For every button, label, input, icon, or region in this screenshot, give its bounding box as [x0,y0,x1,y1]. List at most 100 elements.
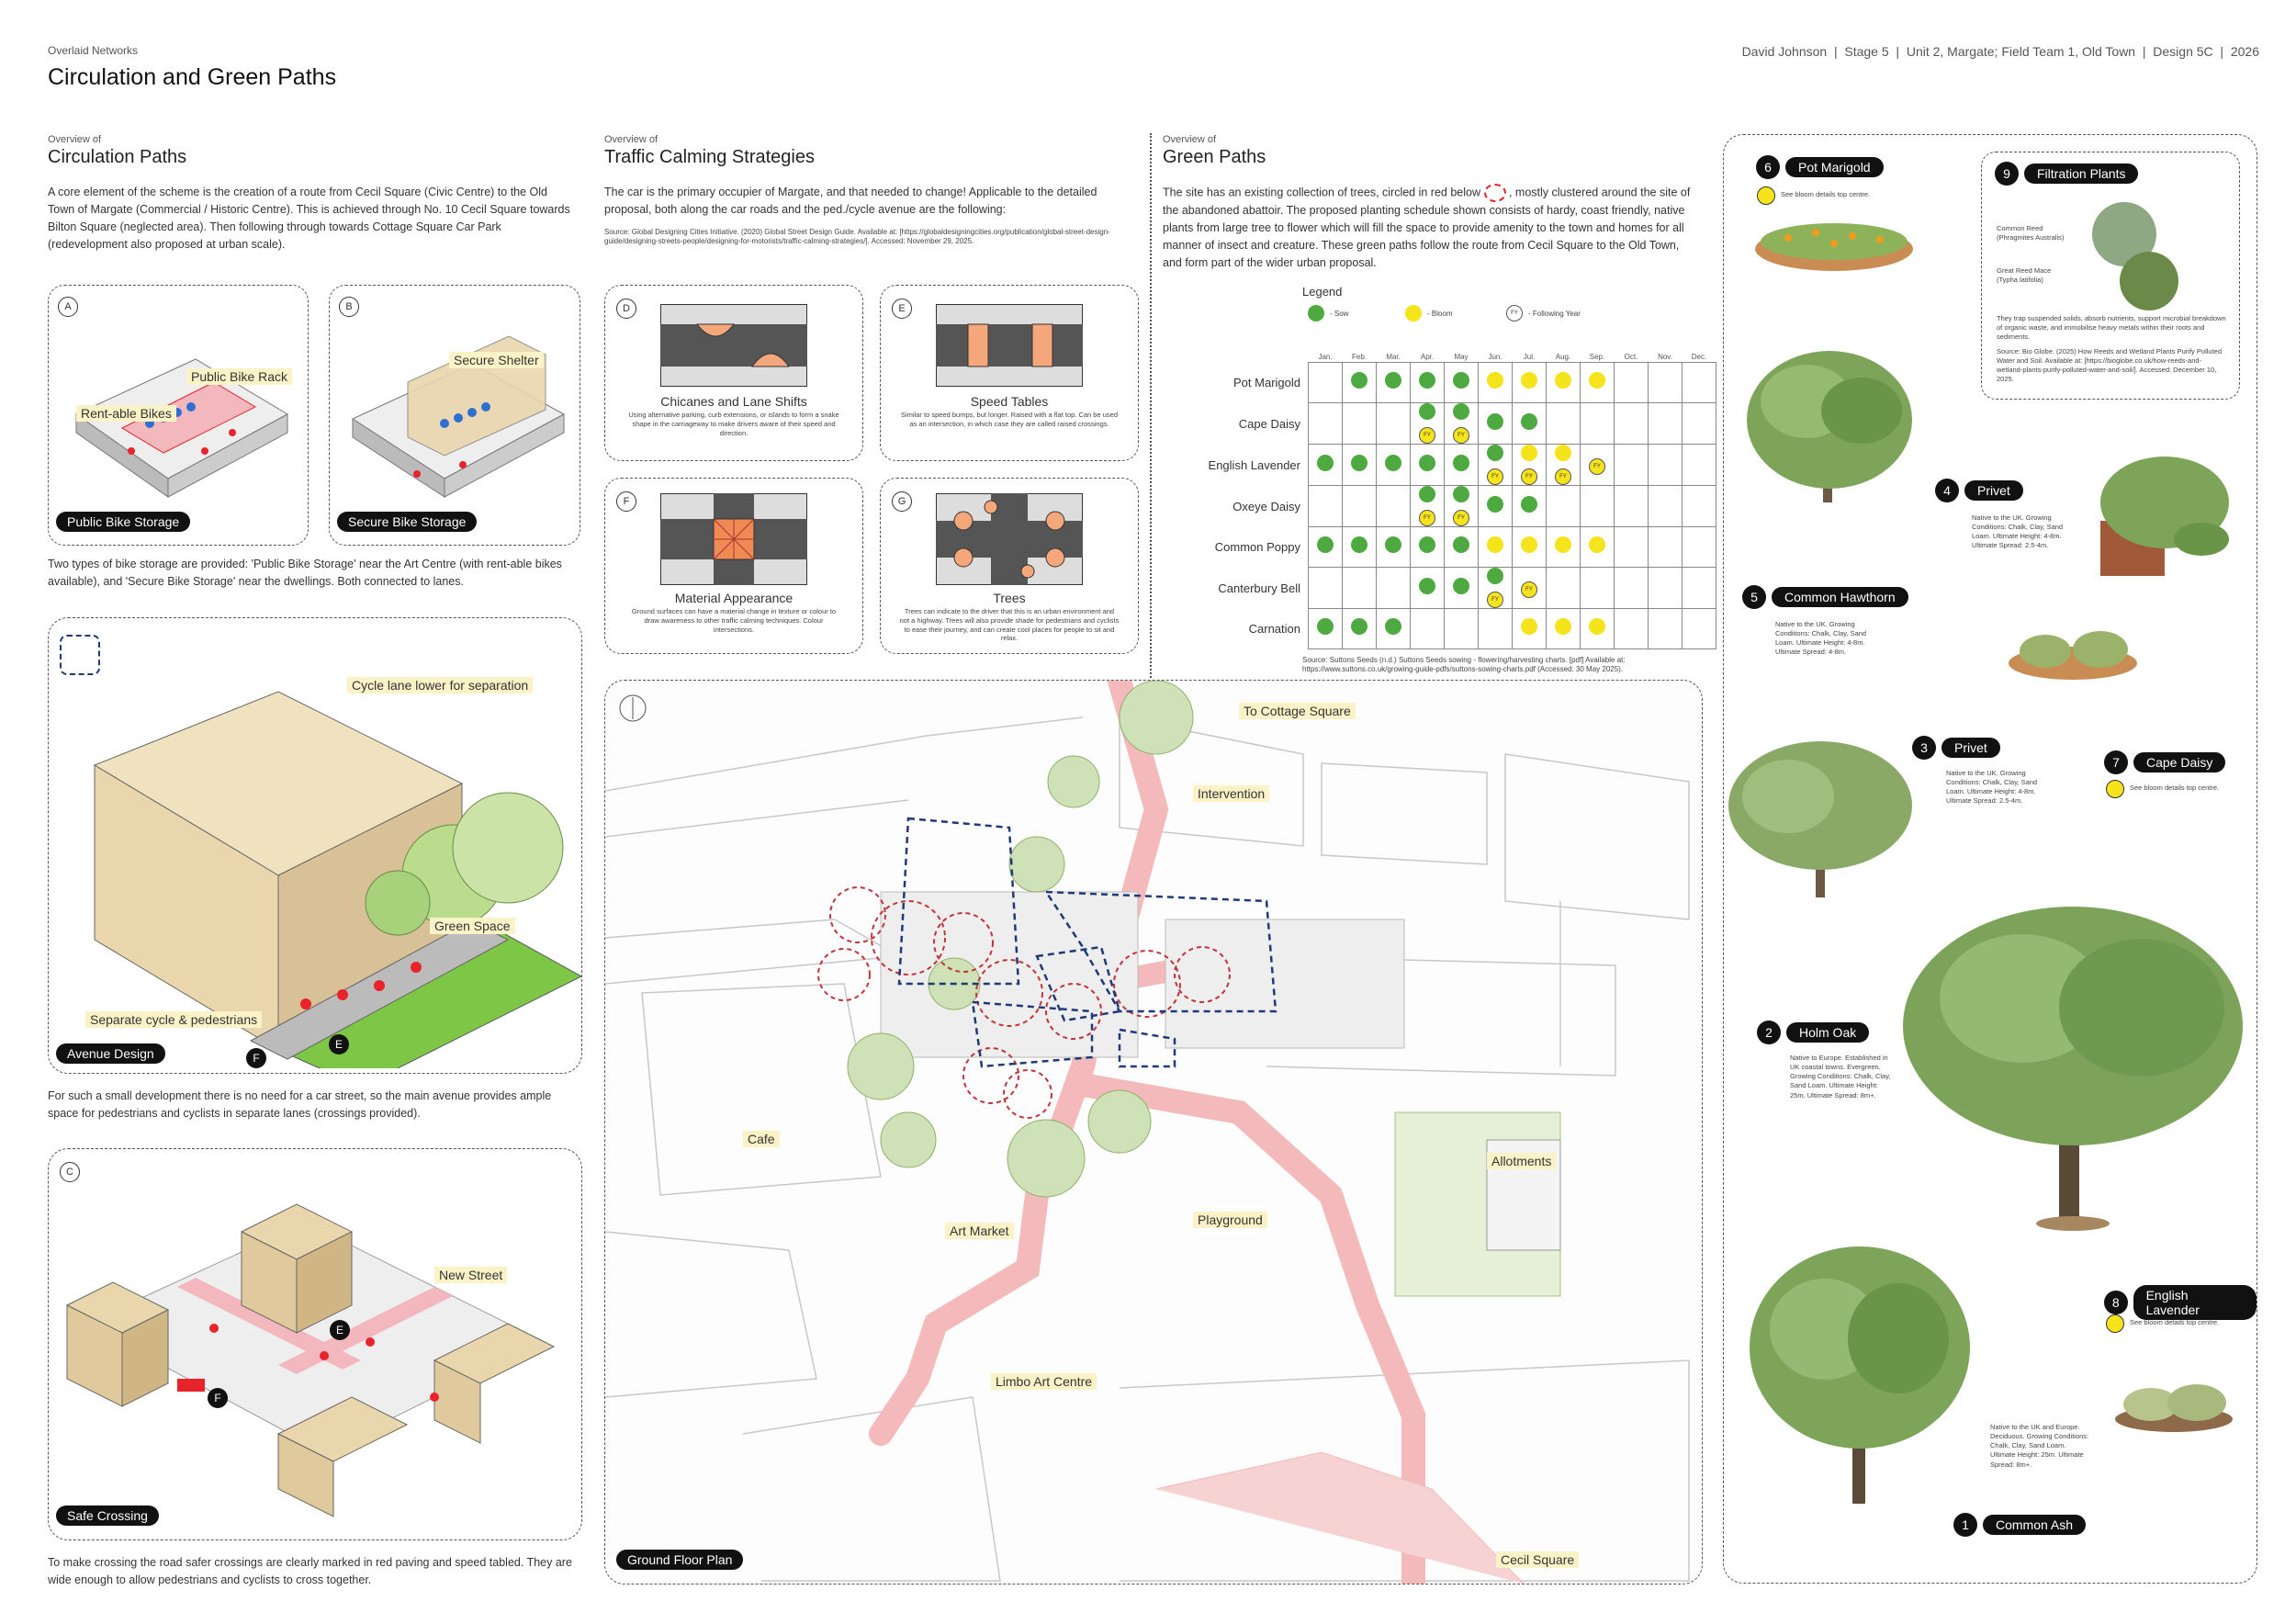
schedule-cell [1342,526,1377,568]
month-header: Apr. [1420,353,1435,361]
following-year-icon: FY [1521,581,1537,598]
schedule-cell [1444,567,1479,609]
legend-sow: - Sow [1308,305,1348,321]
traffic-title: Traffic Calming Strategies [604,147,815,167]
following-year-icon: FY [1419,510,1435,526]
sow-dot-icon [1453,372,1469,389]
schedule-cell [1410,526,1445,568]
plant-note: Native to Europe. Established in UK coas… [1790,1054,1891,1100]
schedule-cell [1308,608,1343,649]
reed-mace-image [2120,252,2178,310]
card-letter: E [892,299,912,319]
bloom-dot-icon [1487,536,1503,553]
schedule-cell [1308,444,1343,486]
safe-crossing-panel: C New Street E F Safe Crossing [48,1148,582,1540]
schedule-cell [1308,567,1343,609]
green-title: Green Paths [1163,147,1266,167]
schedule-cell: FY [1410,485,1445,527]
traffic-intro: The car is the primary occupier of Marga… [604,186,1097,216]
month-header: Jul. [1523,353,1536,361]
secure-shelter-label: Secure Shelter [449,352,544,368]
sow-dot-icon [1419,577,1435,594]
card-caption: Secure Bike Storage [337,512,478,532]
bloom-dot-icon [1555,618,1571,635]
strategy-text: Similar to speed bumps, but longer. Rais… [901,411,1118,428]
plant-name-cell: Canterbury Bell [1218,581,1300,595]
card-letter: B [339,297,359,317]
schedule-cell [1478,362,1513,403]
following-year-icon: FY [1453,510,1469,526]
green-kicker: Overview of [1163,134,1217,145]
schedule-cell [1614,526,1649,568]
schedule-cell [1342,608,1377,649]
schedule-cell [1682,402,1716,445]
plan-label-cottage-square: To Cottage Square [1239,703,1356,719]
plant-note: See bloom details top centre. [2130,1318,2220,1326]
plant-note: See bloom details top centre. [2130,784,2220,792]
strategy-card-e: E Speed Tables Similar to speed bumps, b… [880,285,1139,461]
plan-label-limbo-art-centre: Limbo Art Centre [991,1373,1097,1390]
plant-name-cell: Cape Daisy [1238,416,1300,431]
month-header: Aug. [1555,353,1571,361]
schedule-cell [1648,526,1683,568]
schedule-cell [1376,485,1411,527]
avenue-design-panel: Cycle lane lower for separation Green Sp… [48,617,582,1074]
sow-dot-icon [1385,454,1401,471]
card-secure-bike-storage: B Secure Shelter Secure Bike Storage [329,285,580,546]
lavender-bed-image [2115,1384,2233,1432]
following-year-icon: FY [1555,468,1571,485]
sow-dot-icon [1385,372,1401,389]
pot-marigold-image [1755,223,1913,271]
schedule-cell: FY [1580,444,1615,486]
sow-dot-icon [1453,454,1469,471]
schedule-source: Source: Suttons Seeds (n.d.) Suttons See… [1302,656,1626,673]
privet-tree-image [1728,741,1912,897]
marker-e: E [330,1320,350,1340]
green-intro: The site has an existing collection of t… [1163,184,1700,272]
sow-dot-icon [1351,618,1367,635]
card-letter: A [58,297,78,317]
bloom-dot-icon [1487,372,1503,389]
schedule-cell [1410,567,1445,609]
strategy-title: Trees [993,591,1026,605]
new-street-label: New Street [434,1267,508,1283]
schedule-cell [1648,608,1683,649]
plan-caption: Ground Floor Plan [616,1550,744,1570]
common-ash-image [1750,1246,1970,1504]
plant-note: Great Reed Mace (Typha latifolia) [1997,266,2052,285]
plant-note: Source: Bio Globe. (2025) How Reeds and … [1997,347,2222,384]
sow-dot-icon [1317,536,1334,553]
bloom-dot-icon [1589,372,1605,389]
cycle-lane-label: Cycle lane lower for separation [347,677,534,694]
schedule-cell: FY [1546,444,1581,486]
plant-note: Native to the UK. Growing Conditions: Ch… [1775,620,1867,657]
green-space-label: Green Space [430,918,515,934]
plan-label-allotments: Allotments [1487,1153,1557,1169]
bloom-dot-icon [1521,372,1537,389]
site-plan-drawing [605,681,1690,1584]
page-title: Circulation and Green Paths [48,64,337,90]
schedule-cell [1580,608,1615,649]
schedule-cell [1546,608,1581,649]
plan-label-intervention: Intervention [1193,785,1270,802]
schedule-cell [1512,608,1547,649]
schedule-cell [1682,362,1716,403]
schedule-cell [1546,485,1581,527]
plant-name-cell: Oxeye Daisy [1232,499,1300,513]
schedule-cell [1478,485,1513,527]
ground-floor-plan: To Cottage Square Intervention Cafe Art … [604,680,1703,1585]
schedule-cell [1580,526,1615,568]
green-intro-b: , mostly clustered around the site of th… [1163,186,1691,269]
sow-dot-icon [1487,568,1503,584]
bloom-dot-icon [1405,305,1422,321]
marker-f: F [208,1388,228,1408]
card-public-bike-storage: A Public Bike Rack Rent-able Bikes Publi… [48,285,309,546]
sow-dot-icon [1453,403,1469,420]
schedule-cell [1342,485,1377,527]
